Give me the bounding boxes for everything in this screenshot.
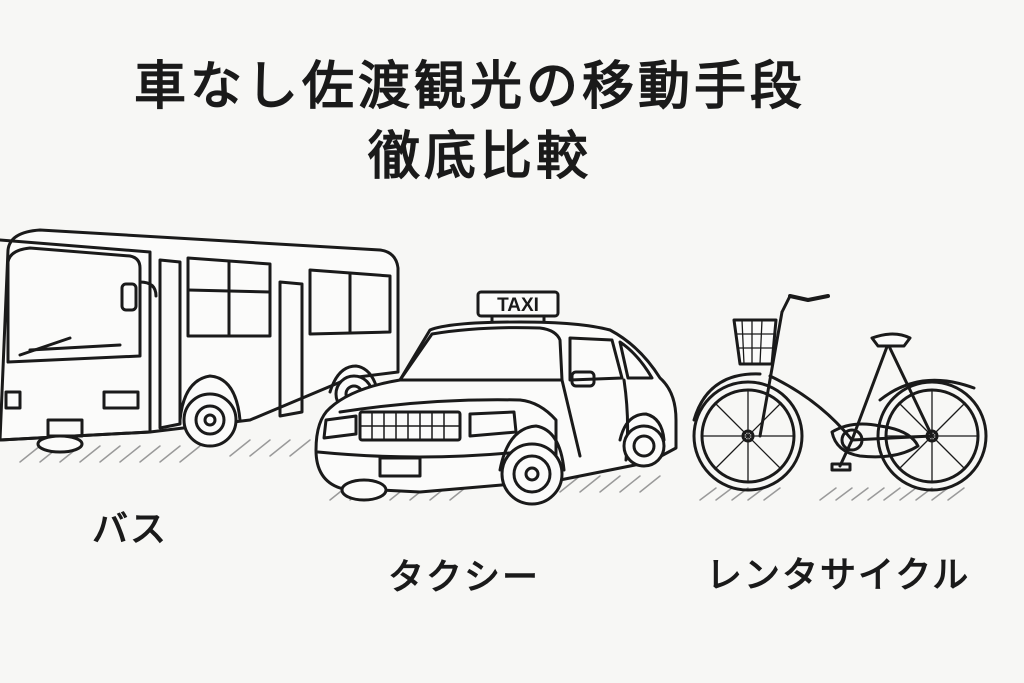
title-line-1: 車なし佐渡観光の移動手段	[133, 57, 806, 117]
title-line-2: 徹底比較	[367, 127, 592, 187]
rental-bicycle-label: レンタサイクル	[706, 555, 971, 596]
page-title: 車なし佐渡観光の移動手段 徹底比較	[0, 52, 940, 192]
taxi-label: タクシー	[388, 557, 541, 598]
bicycle-icon	[692, 294, 988, 501]
bus-label: バス	[92, 509, 169, 550]
taxi-sign-text: TAXI	[497, 295, 539, 316]
taxi-icon: TAXI	[314, 290, 678, 506]
